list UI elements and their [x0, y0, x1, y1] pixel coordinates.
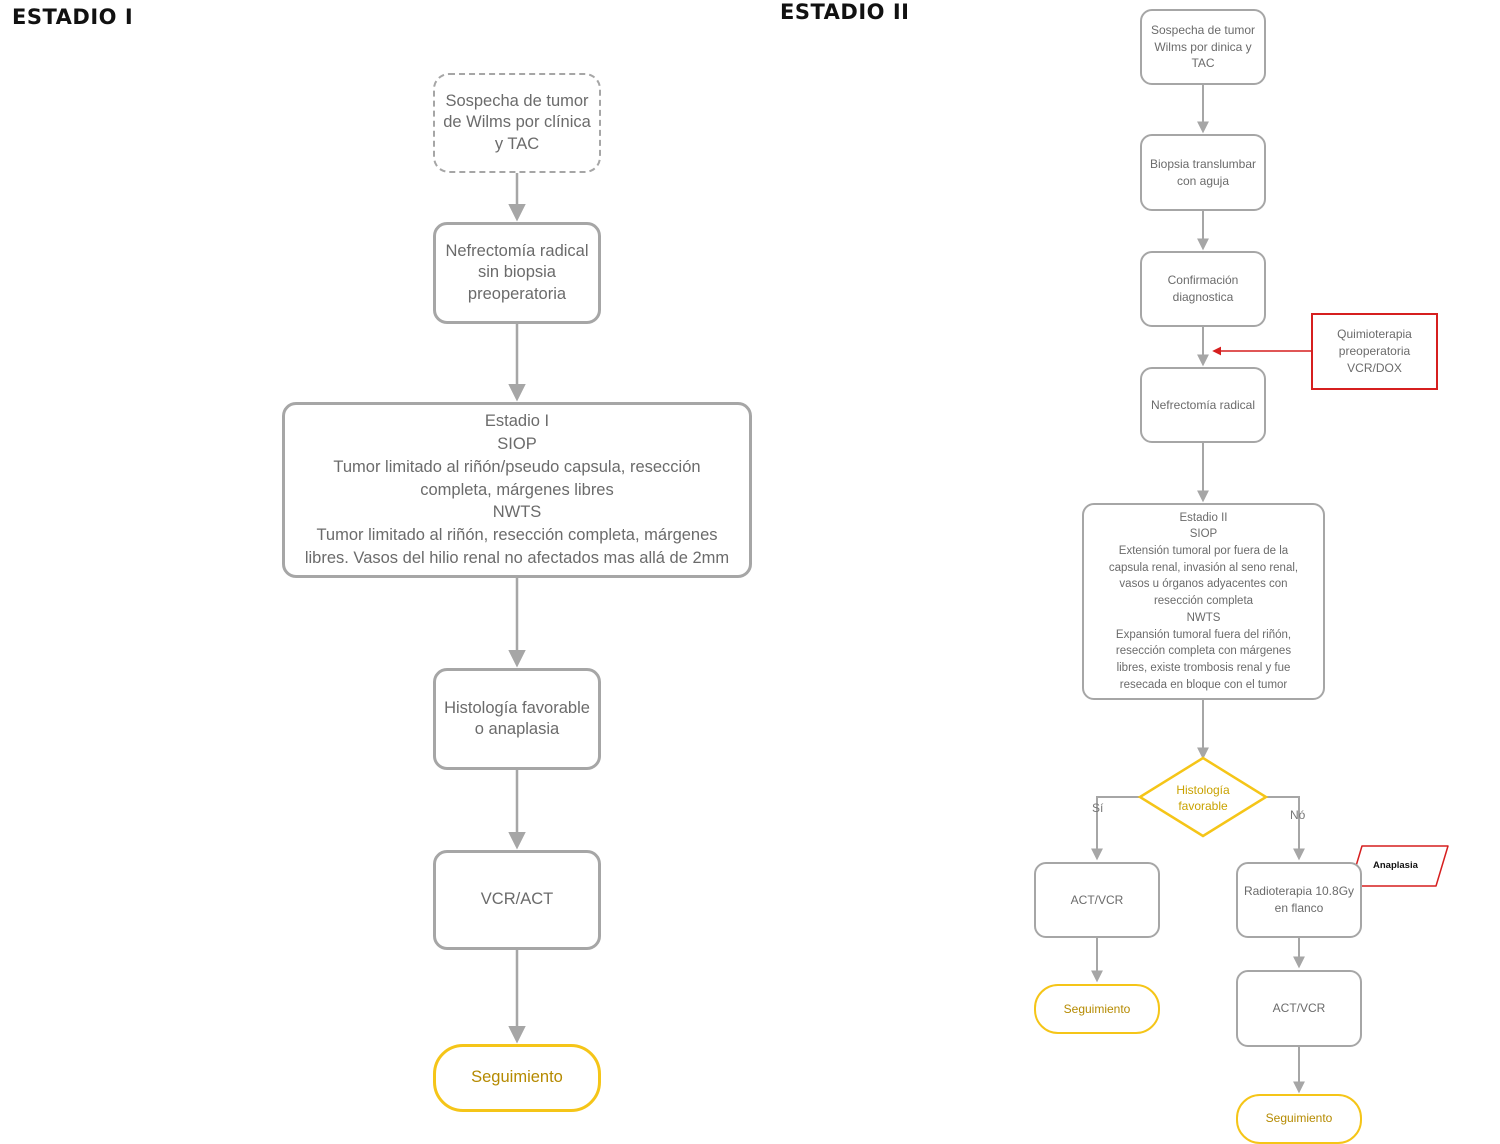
s2-no-label: Nó — [1290, 808, 1306, 822]
s2-left-followup-label: Seguimiento — [1063, 1001, 1131, 1016]
s2-def-line: libres, existe trombosis renal y fue — [1116, 661, 1291, 674]
s2-anaplasia-tag: Anaplasia — [1373, 860, 1418, 871]
s2-right-followup-label: Seguimiento — [1265, 1111, 1333, 1125]
s1-def-line: Estadio I — [484, 412, 550, 431]
s2-suspicion-node: Sospecha de tumor Wilms por dinica y TAC — [1140, 9, 1266, 85]
s2-def-line: NWTS — [1186, 611, 1221, 624]
s2-def-line: capsula renal, invasión al seno renal, — [1108, 561, 1299, 574]
s2-def-line: Estadio II — [1179, 511, 1228, 524]
s2-confirmation-line: diagnostica — [1172, 290, 1234, 304]
s2-def-line: resección completa — [1153, 595, 1254, 608]
s2-def-line: Expansión tumoral fuera del riñón, — [1115, 628, 1292, 641]
arrow-s2-no — [1265, 796, 1305, 861]
s2-yes-label: Sí — [1092, 801, 1104, 815]
s2-suspicion-line: TAC — [1191, 56, 1215, 71]
s1-treatment-label: VCR/ACT — [480, 890, 554, 909]
s2-right-followup-terminal: Seguimiento — [1236, 1094, 1362, 1144]
s2-radiotherapy-node: Radioterapia 10.8Gy en flanco — [1236, 862, 1362, 938]
s2-biopsy-line: con aguja — [1176, 173, 1230, 188]
s1-nephrectomy-node: Nefrectomía radical sin biopsia preopera… — [433, 222, 601, 324]
s2-def-line: vasos u órganos adyacentes con — [1119, 578, 1288, 591]
s2-decision-line: favorable — [1178, 799, 1228, 814]
stage1-title: ESTADIO I — [12, 5, 134, 29]
s2-nephrectomy-node: Nefrectomía radical — [1140, 367, 1266, 443]
s2-chemo-line: Quimioterapia — [1337, 327, 1412, 342]
s2-suspicion-line: Sospecha de tumor — [1150, 22, 1256, 37]
s1-nephrectomy-line: preoperatoria — [467, 284, 567, 303]
s2-chemo-line: preoperatoria — [1338, 344, 1411, 359]
s2-stage-definition-node: Estadio II SIOP Extensión tumoral por fu… — [1082, 503, 1325, 700]
s2-def-line: resección completa con márgenes — [1115, 645, 1292, 658]
s1-def-line: completa, márgenes libres — [420, 480, 614, 499]
s1-followup-label: Seguimiento — [471, 1068, 563, 1087]
s2-def-line: resecada en bloque con el tumor — [1119, 678, 1288, 691]
s1-nephrectomy-line: Nefrectomía radical — [445, 242, 589, 261]
s2-decision-line: Histología — [1176, 783, 1230, 797]
s1-histology-node: Histología favorable o anaplasia — [433, 668, 601, 770]
s2-chemo-line: VCR/DOX — [1347, 360, 1402, 375]
s1-def-line: NWTS — [492, 503, 542, 522]
s2-biopsy-node: Biopsia translumbar con aguja — [1140, 134, 1266, 211]
s1-histology-line: Histología favorable — [444, 698, 590, 717]
arrow-s2-yes — [1091, 796, 1141, 861]
s2-biopsy-line: Biopsia translumbar — [1149, 156, 1257, 171]
s1-suspicion-node: Sospecha de tumor de Wilms por clínica y… — [433, 73, 601, 173]
s2-radio-line: en flanco — [1274, 901, 1324, 915]
s2-def-line: Extensión tumoral por fuera de la — [1118, 545, 1289, 558]
s2-nephrectomy-label: Nefrectomía radical — [1150, 397, 1256, 412]
s2-confirmation-node: Confirmación diagnostica — [1140, 251, 1266, 327]
s2-suspicion-line: Wilms por dinica y — [1154, 39, 1252, 54]
s1-histology-line: o anaplasia — [474, 720, 560, 738]
s1-suspicion-line: Sospecha de tumor — [445, 92, 589, 111]
s2-confirmation-line: Confirmación — [1167, 273, 1239, 288]
s2-right-treatment-node: ACT/VCR — [1236, 970, 1362, 1047]
s2-decision-label: Histología favorable — [1160, 782, 1246, 814]
s2-preop-chemo-box: Quimioterapia preoperatoria VCR/DOX — [1311, 313, 1438, 390]
s2-radio-line: Radioterapia 10.8Gy — [1243, 884, 1355, 899]
s1-treatment-node: VCR/ACT — [433, 850, 601, 950]
stage2-title: ESTADIO II — [780, 0, 910, 24]
s1-def-line: Tumor limitado al riñón/pseudo capsula, … — [333, 457, 701, 476]
s1-suspicion-line: de Wilms por clínica — [443, 113, 591, 132]
s2-def-line: SIOP — [1189, 528, 1218, 541]
decision-diamond — [1137, 756, 1269, 838]
s1-def-line: Tumor limitado al riñón, resección compl… — [316, 526, 718, 545]
s1-suspicion-line: y TAC — [494, 134, 540, 153]
s2-left-treatment-label: ACT/VCR — [1070, 892, 1124, 907]
s1-def-line: SIOP — [497, 435, 537, 454]
s1-stage-definition-node: Estadio I SIOP Tumor limitado al riñón/p… — [282, 402, 752, 578]
s1-def-line: libres. Vasos del hilio renal no afectad… — [304, 548, 730, 567]
s1-nephrectomy-line: sin biopsia — [478, 263, 556, 282]
s2-left-followup-terminal: Seguimiento — [1034, 984, 1160, 1034]
s2-left-treatment-node: ACT/VCR — [1034, 862, 1160, 938]
s1-followup-terminal: Seguimiento — [433, 1044, 601, 1112]
s2-right-treatment-label: ACT/VCR — [1272, 1001, 1326, 1016]
